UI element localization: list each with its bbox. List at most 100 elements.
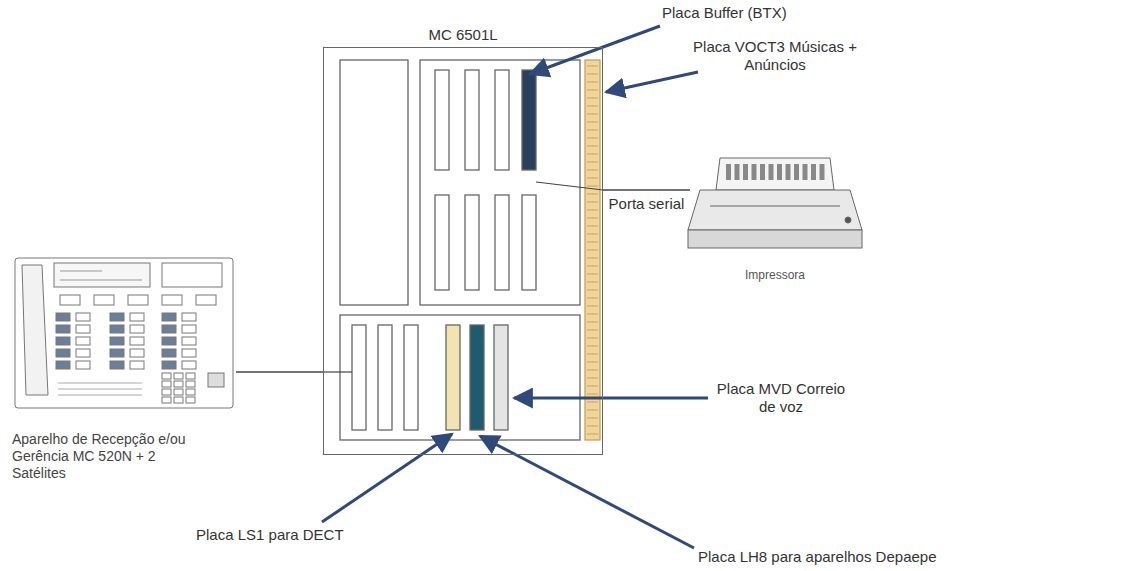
strip-tick xyxy=(587,106,598,107)
paper-fold xyxy=(743,164,748,180)
card-slot xyxy=(435,195,449,290)
soft-key xyxy=(94,295,114,305)
keypad-key xyxy=(162,397,171,403)
line-key xyxy=(56,313,70,321)
strip-tick xyxy=(587,258,598,259)
card-slot xyxy=(378,325,392,430)
strip-tick xyxy=(587,170,598,171)
strip-tick xyxy=(587,178,598,179)
strip-tick xyxy=(587,154,598,155)
line-key xyxy=(162,313,176,321)
keypad-key xyxy=(174,389,183,395)
keypad-key xyxy=(174,381,183,387)
connector-line xyxy=(236,371,323,372)
strip-tick xyxy=(587,114,598,115)
card-callout: Placa VOCT3 Músicas + Anúncios xyxy=(690,38,860,74)
strip-tick xyxy=(587,218,598,219)
strip-tick xyxy=(587,410,598,411)
strip-tick xyxy=(587,98,598,99)
strip-tick xyxy=(587,402,598,403)
ls1-card-slot xyxy=(446,325,460,430)
strip-tick xyxy=(587,274,598,275)
strip-tick xyxy=(587,418,598,419)
strip-tick xyxy=(587,306,598,307)
strip-tick xyxy=(587,74,598,75)
phone-body xyxy=(15,258,233,408)
line-key xyxy=(110,361,124,369)
card-slot xyxy=(465,195,479,290)
line-key xyxy=(76,349,90,357)
strip-tick xyxy=(587,250,598,251)
line-key xyxy=(130,349,144,357)
line-key xyxy=(76,325,90,333)
line-key xyxy=(182,313,196,321)
line-key xyxy=(76,313,90,321)
line-key xyxy=(162,325,176,333)
card-callout: Placa MVD Correio de voz xyxy=(716,380,846,416)
line-key xyxy=(130,325,144,333)
line-key xyxy=(56,337,70,345)
line-key xyxy=(182,361,196,369)
printer-paper xyxy=(716,158,834,190)
card-slot xyxy=(435,70,449,170)
line-key xyxy=(110,325,124,333)
paper-fold xyxy=(726,164,731,180)
power-panel xyxy=(340,60,408,305)
leader-line xyxy=(322,434,452,522)
line-key xyxy=(182,349,196,357)
line-key xyxy=(162,349,176,357)
line-key xyxy=(162,361,176,369)
cabinet-interior xyxy=(340,60,600,440)
line-key xyxy=(76,337,90,345)
soft-key xyxy=(60,295,80,305)
keypad-key xyxy=(186,397,195,403)
strip-tick xyxy=(587,146,598,147)
keypad-key xyxy=(186,389,195,395)
card-slot xyxy=(465,70,479,170)
strip-tick xyxy=(587,210,598,211)
upper-card-bay xyxy=(420,60,580,305)
paper-fold xyxy=(777,164,782,180)
leader-line xyxy=(480,436,694,548)
card-callout: Placa Buffer (BTX) xyxy=(662,4,787,22)
strip-tick xyxy=(587,186,598,187)
line-key xyxy=(110,313,124,321)
strip-tick xyxy=(587,290,598,291)
speaker-grille xyxy=(58,389,142,390)
line-key xyxy=(182,325,196,333)
cabinet-box: MC 6501L xyxy=(323,47,603,455)
internal-wires xyxy=(323,182,603,372)
strip-tick xyxy=(587,346,598,347)
phone-illustration xyxy=(12,255,242,413)
line-key xyxy=(110,349,124,357)
line-key xyxy=(130,337,144,345)
line-key xyxy=(76,361,90,369)
phone-node: Aparelho de Recepção e/ou Gerência MC 52… xyxy=(12,255,242,481)
lower-card-bay xyxy=(340,315,580,440)
strip-hatching xyxy=(587,66,598,434)
printer-caption: Impressora xyxy=(680,268,870,282)
buffer-card-slot xyxy=(522,70,536,170)
mvd-card-slot xyxy=(494,325,508,430)
card-slot xyxy=(352,325,366,430)
strip-tick xyxy=(587,330,598,331)
line-key xyxy=(162,337,176,345)
strip-tick xyxy=(587,194,598,195)
phone-caption: Aparelho de Recepção e/ou Gerência MC 52… xyxy=(12,431,192,481)
printer-body xyxy=(688,158,862,248)
strip-tick xyxy=(587,378,598,379)
card-slot xyxy=(404,325,418,430)
strip-tick xyxy=(587,234,598,235)
strip-tick xyxy=(587,226,598,227)
strip-tick xyxy=(587,138,598,139)
printer-illustration xyxy=(680,150,870,260)
edge-label: Porta serial xyxy=(607,195,687,212)
leader-arrows xyxy=(322,26,708,548)
paper-fold xyxy=(760,164,765,180)
line-key xyxy=(130,313,144,321)
phone-wire-stub xyxy=(323,371,352,372)
connector-line xyxy=(603,189,690,190)
serial-wire-stub xyxy=(536,182,603,190)
strip-tick xyxy=(587,82,598,83)
soft-key xyxy=(162,295,182,305)
